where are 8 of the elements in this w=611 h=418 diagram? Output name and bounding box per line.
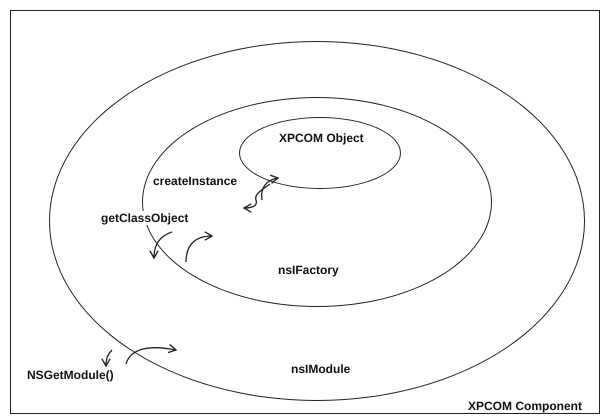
node-label: XPCOM Object	[279, 131, 364, 145]
function-label: getClassObject	[100, 211, 190, 225]
function-label: createInstance	[152, 174, 238, 188]
node-label: nsIFactory	[278, 263, 339, 277]
object-ellipse	[239, 117, 401, 189]
node-label: XPCOM Component	[468, 399, 582, 413]
node-label: nsIModule	[291, 362, 350, 376]
function-label: NSGetModule()	[26, 368, 115, 382]
